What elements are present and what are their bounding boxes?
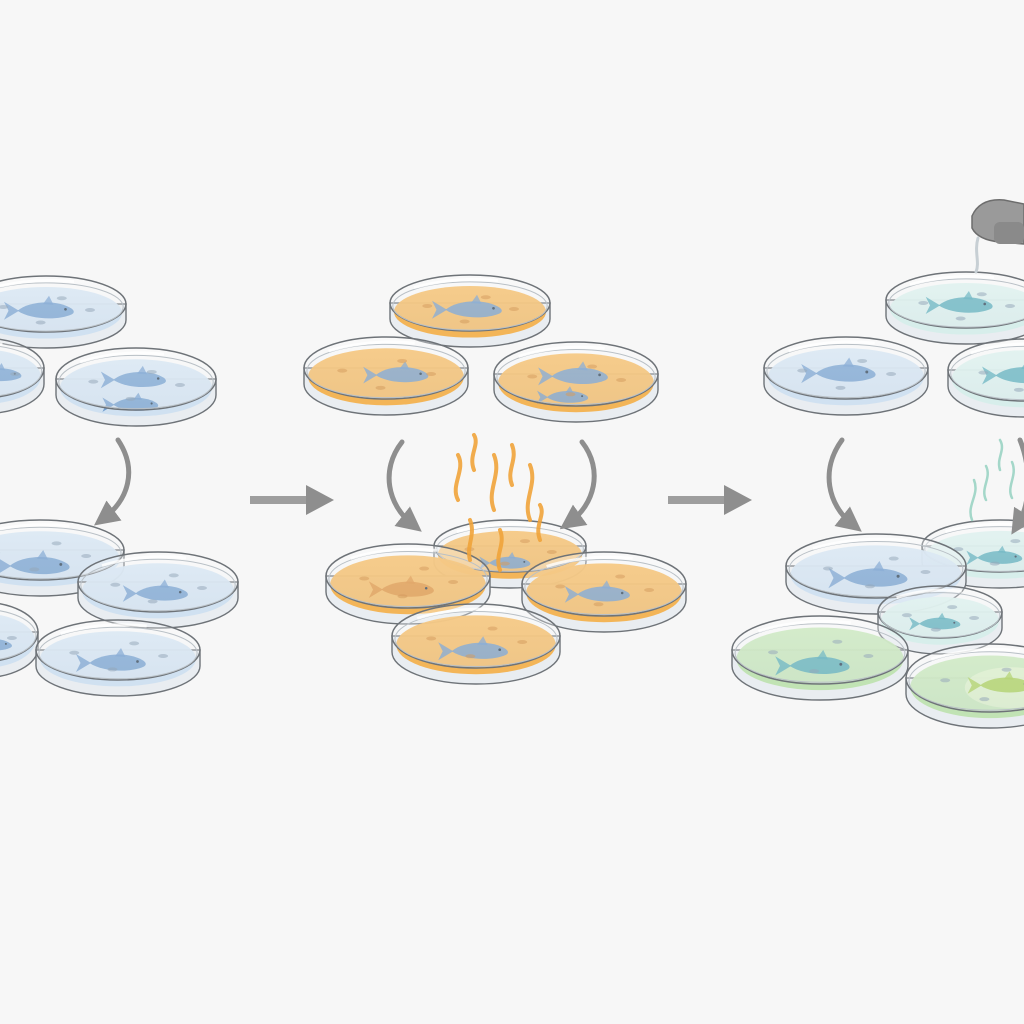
- petri-dish: [303, 336, 469, 416]
- dish-lid: [389, 274, 551, 332]
- petri-dish: [77, 551, 239, 629]
- stage-arrow-2: [668, 485, 752, 515]
- petri-dish: [763, 336, 929, 416]
- petri-dish: [731, 615, 909, 701]
- dropper-icon: [969, 199, 1024, 522]
- dish-lid: [763, 336, 929, 400]
- petri-dish: [493, 341, 659, 423]
- petri-dish: [35, 619, 201, 697]
- dish-lid: [391, 603, 561, 669]
- petri-dish: [947, 338, 1024, 418]
- dish-layer: [0, 271, 1024, 729]
- curved-arrow-icon: [386, 439, 422, 532]
- petri-dish: [55, 347, 217, 427]
- curved-arrow-icon: [826, 437, 862, 532]
- dish-lid: [35, 619, 201, 681]
- dish-lid: [325, 543, 491, 609]
- arrow-layer: [94, 199, 1024, 572]
- stage-arrow-1: [250, 485, 334, 515]
- dish-lid: [77, 551, 239, 613]
- dish-lid: [0, 603, 39, 661]
- dish-lid: [905, 643, 1024, 713]
- petri-dish: [0, 275, 127, 349]
- dish-lid: [0, 338, 45, 398]
- dish-lid: [785, 533, 967, 599]
- petri-dish: [391, 603, 561, 685]
- petri-dish: [389, 274, 551, 348]
- petri-dish: [885, 271, 1024, 345]
- dish-lid: [0, 275, 127, 333]
- dish-lid: [877, 585, 1003, 639]
- petri-dish: [0, 338, 45, 414]
- dish-lid: [493, 341, 659, 407]
- petri-dish: [877, 585, 1003, 655]
- petri-dish: [0, 603, 39, 677]
- curved-arrow-icon: [94, 437, 132, 526]
- rising-wisps-icon: [453, 433, 544, 572]
- dish-lid: [303, 336, 469, 400]
- petri-dish: [905, 643, 1024, 729]
- dish-lid: [55, 347, 217, 411]
- dish-lid: [731, 615, 909, 685]
- dish-lid: [521, 551, 687, 617]
- curved-arrow-icon: [559, 439, 597, 530]
- dish-lid: [885, 271, 1024, 329]
- dish-lid: [947, 338, 1024, 402]
- curved-arrow-icon: [1011, 437, 1024, 535]
